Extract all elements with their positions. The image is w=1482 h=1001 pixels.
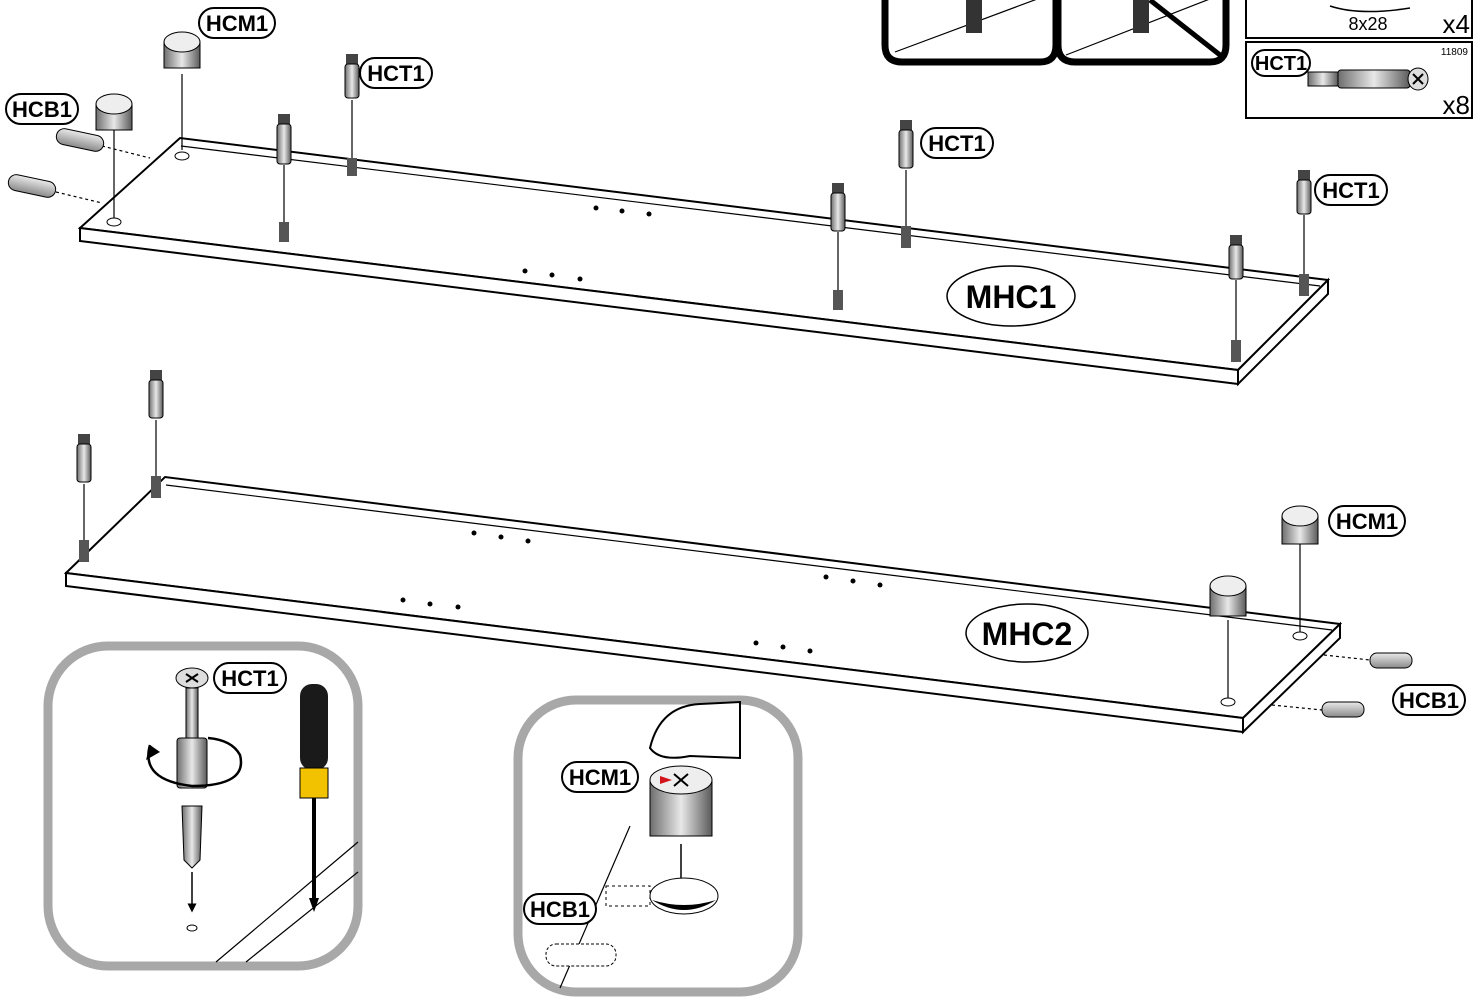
callout-hcm1-top: HCM1 [198,7,276,39]
cam-lock-icon [163,31,201,161]
bolt-icon [1296,170,1312,296]
finger-icon [648,700,741,760]
bolt-icon [1307,67,1429,91]
dowel-icon [545,943,617,967]
hct1-bolts [76,54,1312,562]
dowel-qty-label: x4 [1443,9,1470,39]
screwdriver-icon [299,684,329,912]
dowel-size-label: 8x28 [1348,14,1387,34]
bolt-icon [1228,235,1244,362]
callout-hct1-c: HCT1 [1314,174,1388,206]
svg-text:HCB1: HCB1 [530,897,590,922]
callout-hcb1-right: HCB1 [1392,684,1466,716]
cam-lock-icon [95,93,133,227]
svg-text:HCM1: HCM1 [1336,509,1398,534]
callout-hct1-b: HCT1 [920,127,994,159]
panel-label-mhc1: MHC1 [966,279,1057,315]
bolt-qty-label: x8 [1443,90,1470,120]
bolt-icon [148,370,164,498]
panel-mhc1: MHC1 [77,136,1331,387]
top-inset-fragment [881,0,1230,66]
cam-lock-icon [1209,575,1247,707]
inset-bolt-detail: HCT1 [43,641,363,971]
dowel-icon [1271,701,1365,718]
dowel-icon [55,128,151,159]
svg-text:HCM1: HCM1 [569,765,631,790]
bolt-icon [276,114,292,242]
bolt-icon [76,434,92,562]
svg-text:HCT1: HCT1 [221,666,278,691]
svg-text:HCT1: HCT1 [1322,178,1379,203]
bolt-icon [898,120,914,248]
bolt-icon [830,183,846,310]
panel-label-mhc2: MHC2 [982,616,1073,652]
rotate-arrow-icon [147,736,243,788]
cam-lock-icon [649,765,713,837]
callout-hcm1-right: HCM1 [1328,505,1406,537]
bolt-count-box: HCT1 11809 x8 [1245,41,1473,120]
svg-text:HCT1: HCT1 [367,61,424,86]
svg-text:HCB1: HCB1 [1399,688,1459,713]
dowel-icon [1323,652,1413,669]
bolt-label: HCT1 [1255,53,1307,75]
inset-cam-detail: HCM1 HCB1 [513,695,803,997]
bolt-icon [344,54,360,176]
callout-hct1-a: HCT1 [359,57,433,89]
dowel-count-box: 8x28 x4 [1245,0,1473,39]
svg-text:HCT1: HCT1 [928,131,985,156]
bolt-icon [175,667,209,932]
bolt-code-label: 11809 [1441,47,1469,58]
svg-text:HCB1: HCB1 [12,97,72,122]
cam-lock-icon [1281,505,1319,641]
svg-text:HCM1: HCM1 [206,11,268,36]
panel-mhc2: MHC2 [63,475,1343,735]
callout-hcb1-left: HCB1 [5,93,79,125]
dowel-icon [7,174,103,204]
